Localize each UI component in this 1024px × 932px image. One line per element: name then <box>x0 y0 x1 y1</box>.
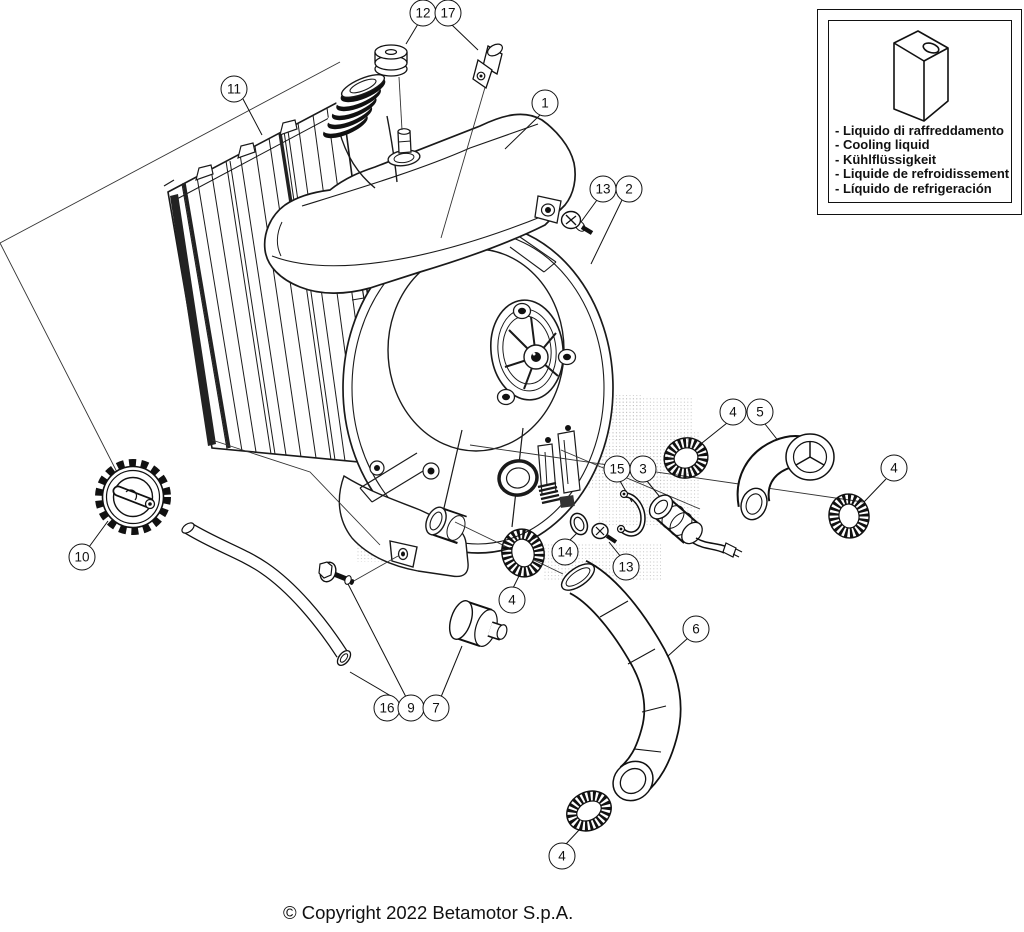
legend-item-es: - Líquido de refrigeración <box>835 180 992 196</box>
callout-1: 1 <box>531 89 559 117</box>
hose-clamp-c <box>501 528 545 578</box>
callout-5: 5 <box>746 398 774 426</box>
callout-2: 2 <box>615 175 643 203</box>
radiator-outlet-union <box>425 506 468 545</box>
screw-upper <box>560 210 594 235</box>
callout-10: 10 <box>68 543 96 571</box>
screw-lower <box>591 522 618 544</box>
fan-mount-ears <box>496 302 577 406</box>
water-hose <box>560 560 682 802</box>
coolant-legend-box: - Liquido di raffreddamento - Cooling li… <box>817 9 1022 215</box>
callout-6: 6 <box>682 615 710 643</box>
legend-item-de: - Kühlflüssigkeit <box>835 151 937 167</box>
callout-13: 13 <box>589 175 617 203</box>
thermo-sensor <box>648 494 743 558</box>
legend-item-en: - Cooling liquid <box>835 137 930 153</box>
callout-9: 9 <box>397 694 425 722</box>
callout-11: 11 <box>220 75 248 103</box>
flange-bolt <box>318 561 355 585</box>
callout-3: 3 <box>629 455 657 483</box>
callout-7: 7 <box>422 694 450 722</box>
radiator-cap <box>95 459 171 535</box>
rubber-mount <box>448 600 508 647</box>
coolant-jug-icon <box>893 30 949 122</box>
callout-4: 4 <box>548 842 576 870</box>
callout-15: 15 <box>603 455 631 483</box>
circlip <box>616 489 646 537</box>
filler-neck <box>323 73 398 189</box>
radiator-lower-tank <box>338 452 469 578</box>
coolant-legend-text: - Liquido di raffreddamento - Cooling li… <box>829 123 1011 196</box>
assembly-lines <box>0 61 864 583</box>
elbow-fitting <box>736 433 835 521</box>
vent-valve-pin <box>387 128 421 167</box>
legend-item-fr: - Liquide de refroidissement <box>835 166 1010 182</box>
o-ring <box>569 512 589 536</box>
callout-17: 17 <box>434 0 462 27</box>
radiator-mount-foot <box>389 540 418 568</box>
rubber-grommet <box>374 44 408 77</box>
copyright-notice: © Copyright 2022 Betamotor S.p.A. <box>283 902 574 923</box>
clamp-bracket <box>472 43 503 90</box>
expansion-tank <box>263 73 576 294</box>
hose-clamp-a <box>663 437 709 479</box>
callout-14: 14 <box>551 538 579 566</box>
breather-hose <box>181 522 352 667</box>
legend-item-it: - Liquido di raffreddamento <box>835 123 1004 138</box>
callout-13: 13 <box>612 553 640 581</box>
callout-12: 12 <box>409 0 437 27</box>
callout-4: 4 <box>719 398 747 426</box>
callout-4: 4 <box>880 454 908 482</box>
spring <box>537 481 561 505</box>
hose-clamp-d <box>566 790 612 832</box>
hose-clamp-b <box>828 493 870 539</box>
coolant-legend-inner-frame: - Liquido di raffreddamento - Cooling li… <box>828 20 1012 203</box>
callout-4: 4 <box>498 586 526 614</box>
callout-16: 16 <box>373 694 401 722</box>
